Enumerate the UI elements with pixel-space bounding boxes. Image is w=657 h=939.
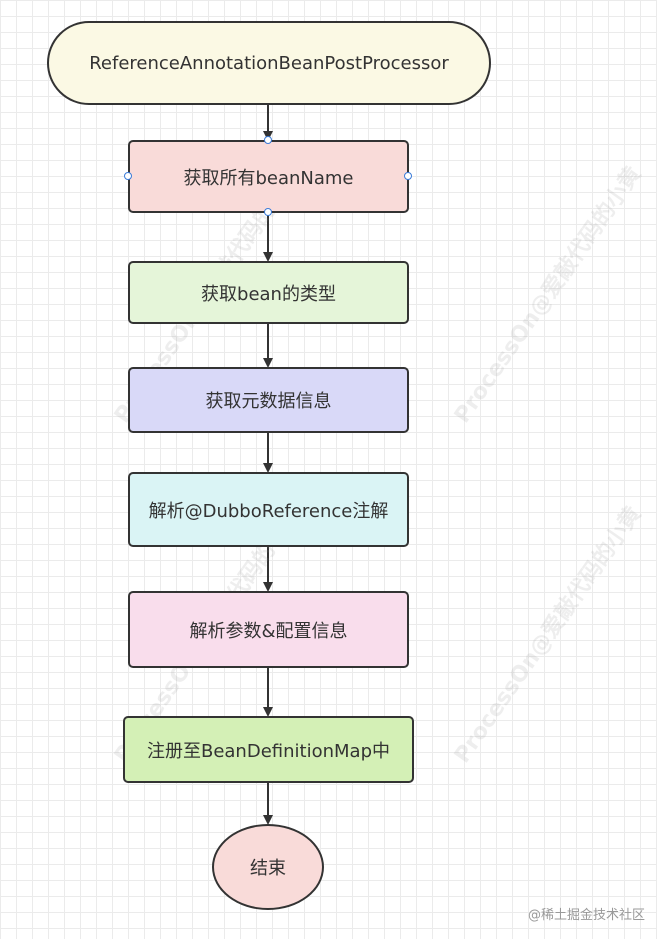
flow-step-parse-annotation[interactable]: 解析@DubboReference注解 [128,472,409,547]
node-label: 获取所有beanName [183,167,354,189]
node-label: ReferenceAnnotationBeanPostProcessor [89,52,449,74]
source-credit: @稀土掘金技术社区 [527,908,645,923]
connection-handle-top[interactable] [264,136,272,144]
connection-handle-right[interactable] [404,172,412,180]
node-label: 获取bean的类型 [201,283,336,305]
node-label: 注册至BeanDefinitionMap中 [146,740,390,762]
node-label: 获取元数据信息 [205,391,332,412]
flow-step-get-bean-type[interactable]: 获取bean的类型 [128,261,409,324]
flow-step-get-bean-names[interactable]: 获取所有beanName [128,140,409,213]
node-label: 解析参数&配置信息 [189,620,348,642]
connection-handle-bottom[interactable] [264,208,272,216]
flow-start-node[interactable]: ReferenceAnnotationBeanPostProcessor [47,21,491,105]
flow-step-parse-params[interactable]: 解析参数&配置信息 [128,591,409,668]
node-label: 解析@DubboReference注解 [148,500,389,522]
connection-handle-left[interactable] [124,172,132,180]
flow-end-node[interactable]: 结束 [212,824,324,910]
node-label: 结束 [250,858,286,879]
flow-step-get-metadata[interactable]: 获取元数据信息 [128,367,409,433]
flow-step-register-bean-definition[interactable]: 注册至BeanDefinitionMap中 [123,716,414,783]
